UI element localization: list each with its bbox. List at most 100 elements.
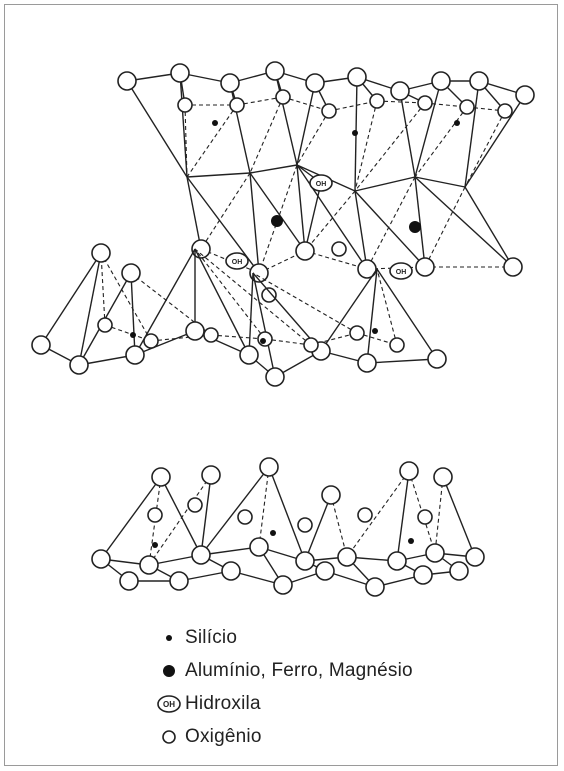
oxygen-atom	[417, 509, 433, 525]
bond-line	[200, 466, 270, 556]
oxygen-atom	[191, 545, 211, 565]
hidden-bond-line	[376, 268, 398, 346]
hidden-bond-line	[100, 252, 152, 342]
bond-line	[78, 252, 102, 366]
hidden-bond-line	[148, 474, 212, 566]
oxygen-atom	[249, 537, 269, 557]
oxygen-atom	[265, 367, 285, 387]
bond-line	[464, 80, 480, 188]
hydroxyl-icon: OH	[155, 694, 183, 714]
oxygen-atom	[265, 61, 285, 81]
hidden-bond-line	[304, 250, 368, 270]
silicon-atom	[260, 338, 266, 344]
bond-line	[304, 494, 332, 562]
oxygen-atom	[431, 71, 451, 91]
bond-line	[134, 330, 196, 356]
hidden-bond-line	[328, 100, 378, 112]
oxygen-atom	[229, 97, 245, 113]
bond-line	[366, 358, 438, 364]
bond-line	[414, 80, 442, 178]
bond-line	[268, 466, 306, 562]
oxygen-atom	[389, 337, 405, 353]
oxygen-atom	[259, 457, 279, 477]
silicon-atom	[352, 130, 358, 136]
oxygen-atom	[433, 467, 453, 487]
hidden-bond-line	[296, 110, 330, 166]
legend-item-hydroxyl: OH Hidroxila	[155, 687, 535, 720]
hydroxyl-label: OH	[316, 181, 327, 188]
hidden-bond-line	[304, 190, 356, 252]
oxygen-atom	[337, 547, 357, 567]
bond-line	[354, 190, 426, 268]
oxygen-atom	[295, 241, 315, 261]
bond-line	[179, 72, 188, 178]
oxygen-atom	[91, 243, 111, 263]
hidden-bond-line	[354, 100, 378, 192]
oxygen-atom	[321, 485, 341, 505]
oxygen-atom	[387, 551, 407, 571]
oxygen-atom	[191, 239, 211, 259]
hidden-bond-line	[424, 186, 466, 268]
hydroxyl-label: OH	[232, 259, 243, 266]
oxygen-atom	[331, 241, 347, 257]
bond-line	[249, 172, 306, 252]
legend-item-silicon: Silício	[155, 621, 535, 654]
oxygen-atom	[295, 551, 315, 571]
oxygen-atom	[201, 465, 221, 485]
hidden-bond-line	[366, 176, 416, 270]
oxygen-atom	[413, 565, 433, 585]
bond-line	[354, 176, 416, 192]
bond-line	[399, 90, 416, 178]
bond-line	[396, 470, 410, 562]
bond-line	[40, 252, 102, 346]
middle-tetrahedral-sheet	[31, 243, 447, 387]
hydroxyl-label: OH	[396, 269, 407, 276]
bond-line	[126, 80, 188, 178]
bond-line	[464, 186, 514, 268]
oxygen-atom	[261, 287, 277, 303]
oxygen-atom	[415, 257, 435, 277]
oxygen-atom	[151, 467, 171, 487]
bond-line	[354, 190, 368, 270]
hidden-bond-line	[249, 96, 284, 174]
oxygen-atom	[503, 257, 523, 277]
hidden-bond-line	[376, 100, 426, 104]
oxygen-atom	[425, 543, 445, 563]
hydroxyl-group	[389, 262, 413, 280]
oxygen-atom	[187, 497, 203, 513]
oxygen-atom	[91, 549, 111, 569]
large-dot-icon	[155, 661, 183, 681]
legend-label-silicon: Silício	[185, 626, 238, 648]
bond-line	[296, 164, 306, 252]
bond-line	[186, 172, 251, 178]
oxygen-atom	[170, 63, 190, 83]
oxygen-atom	[305, 73, 325, 93]
oxygen-atom	[139, 555, 159, 575]
bond-line	[274, 70, 298, 166]
oxygen-atom	[239, 345, 259, 365]
open-circle-icon	[155, 727, 183, 747]
bond-line	[304, 182, 322, 252]
oxygen-atom	[417, 95, 433, 111]
bond-line	[130, 272, 136, 356]
oxygen-atom	[390, 81, 410, 101]
aluminum-atom	[409, 221, 421, 233]
oxygen-atom	[177, 97, 193, 113]
bond-line	[249, 172, 260, 274]
oxygen-atom	[203, 327, 219, 343]
clay-mineral-structure-diagram: OH OH OH	[31, 61, 535, 597]
bond-line	[100, 476, 162, 560]
silicon-atom	[454, 120, 460, 126]
hidden-bond-line	[200, 172, 251, 250]
aluminum-atom	[271, 215, 283, 227]
silicon-atom	[152, 542, 158, 548]
small-dot-icon	[155, 628, 183, 648]
oxygen-atom	[515, 85, 535, 105]
bond-line	[296, 82, 316, 166]
oxygen-atom	[369, 93, 385, 109]
hidden-bond-line	[346, 470, 410, 558]
oxygen-atom	[357, 353, 377, 373]
legend-item-oxygen: Oxigênio	[155, 720, 535, 753]
hidden-bond-line	[186, 104, 238, 178]
bond-line	[320, 268, 378, 352]
